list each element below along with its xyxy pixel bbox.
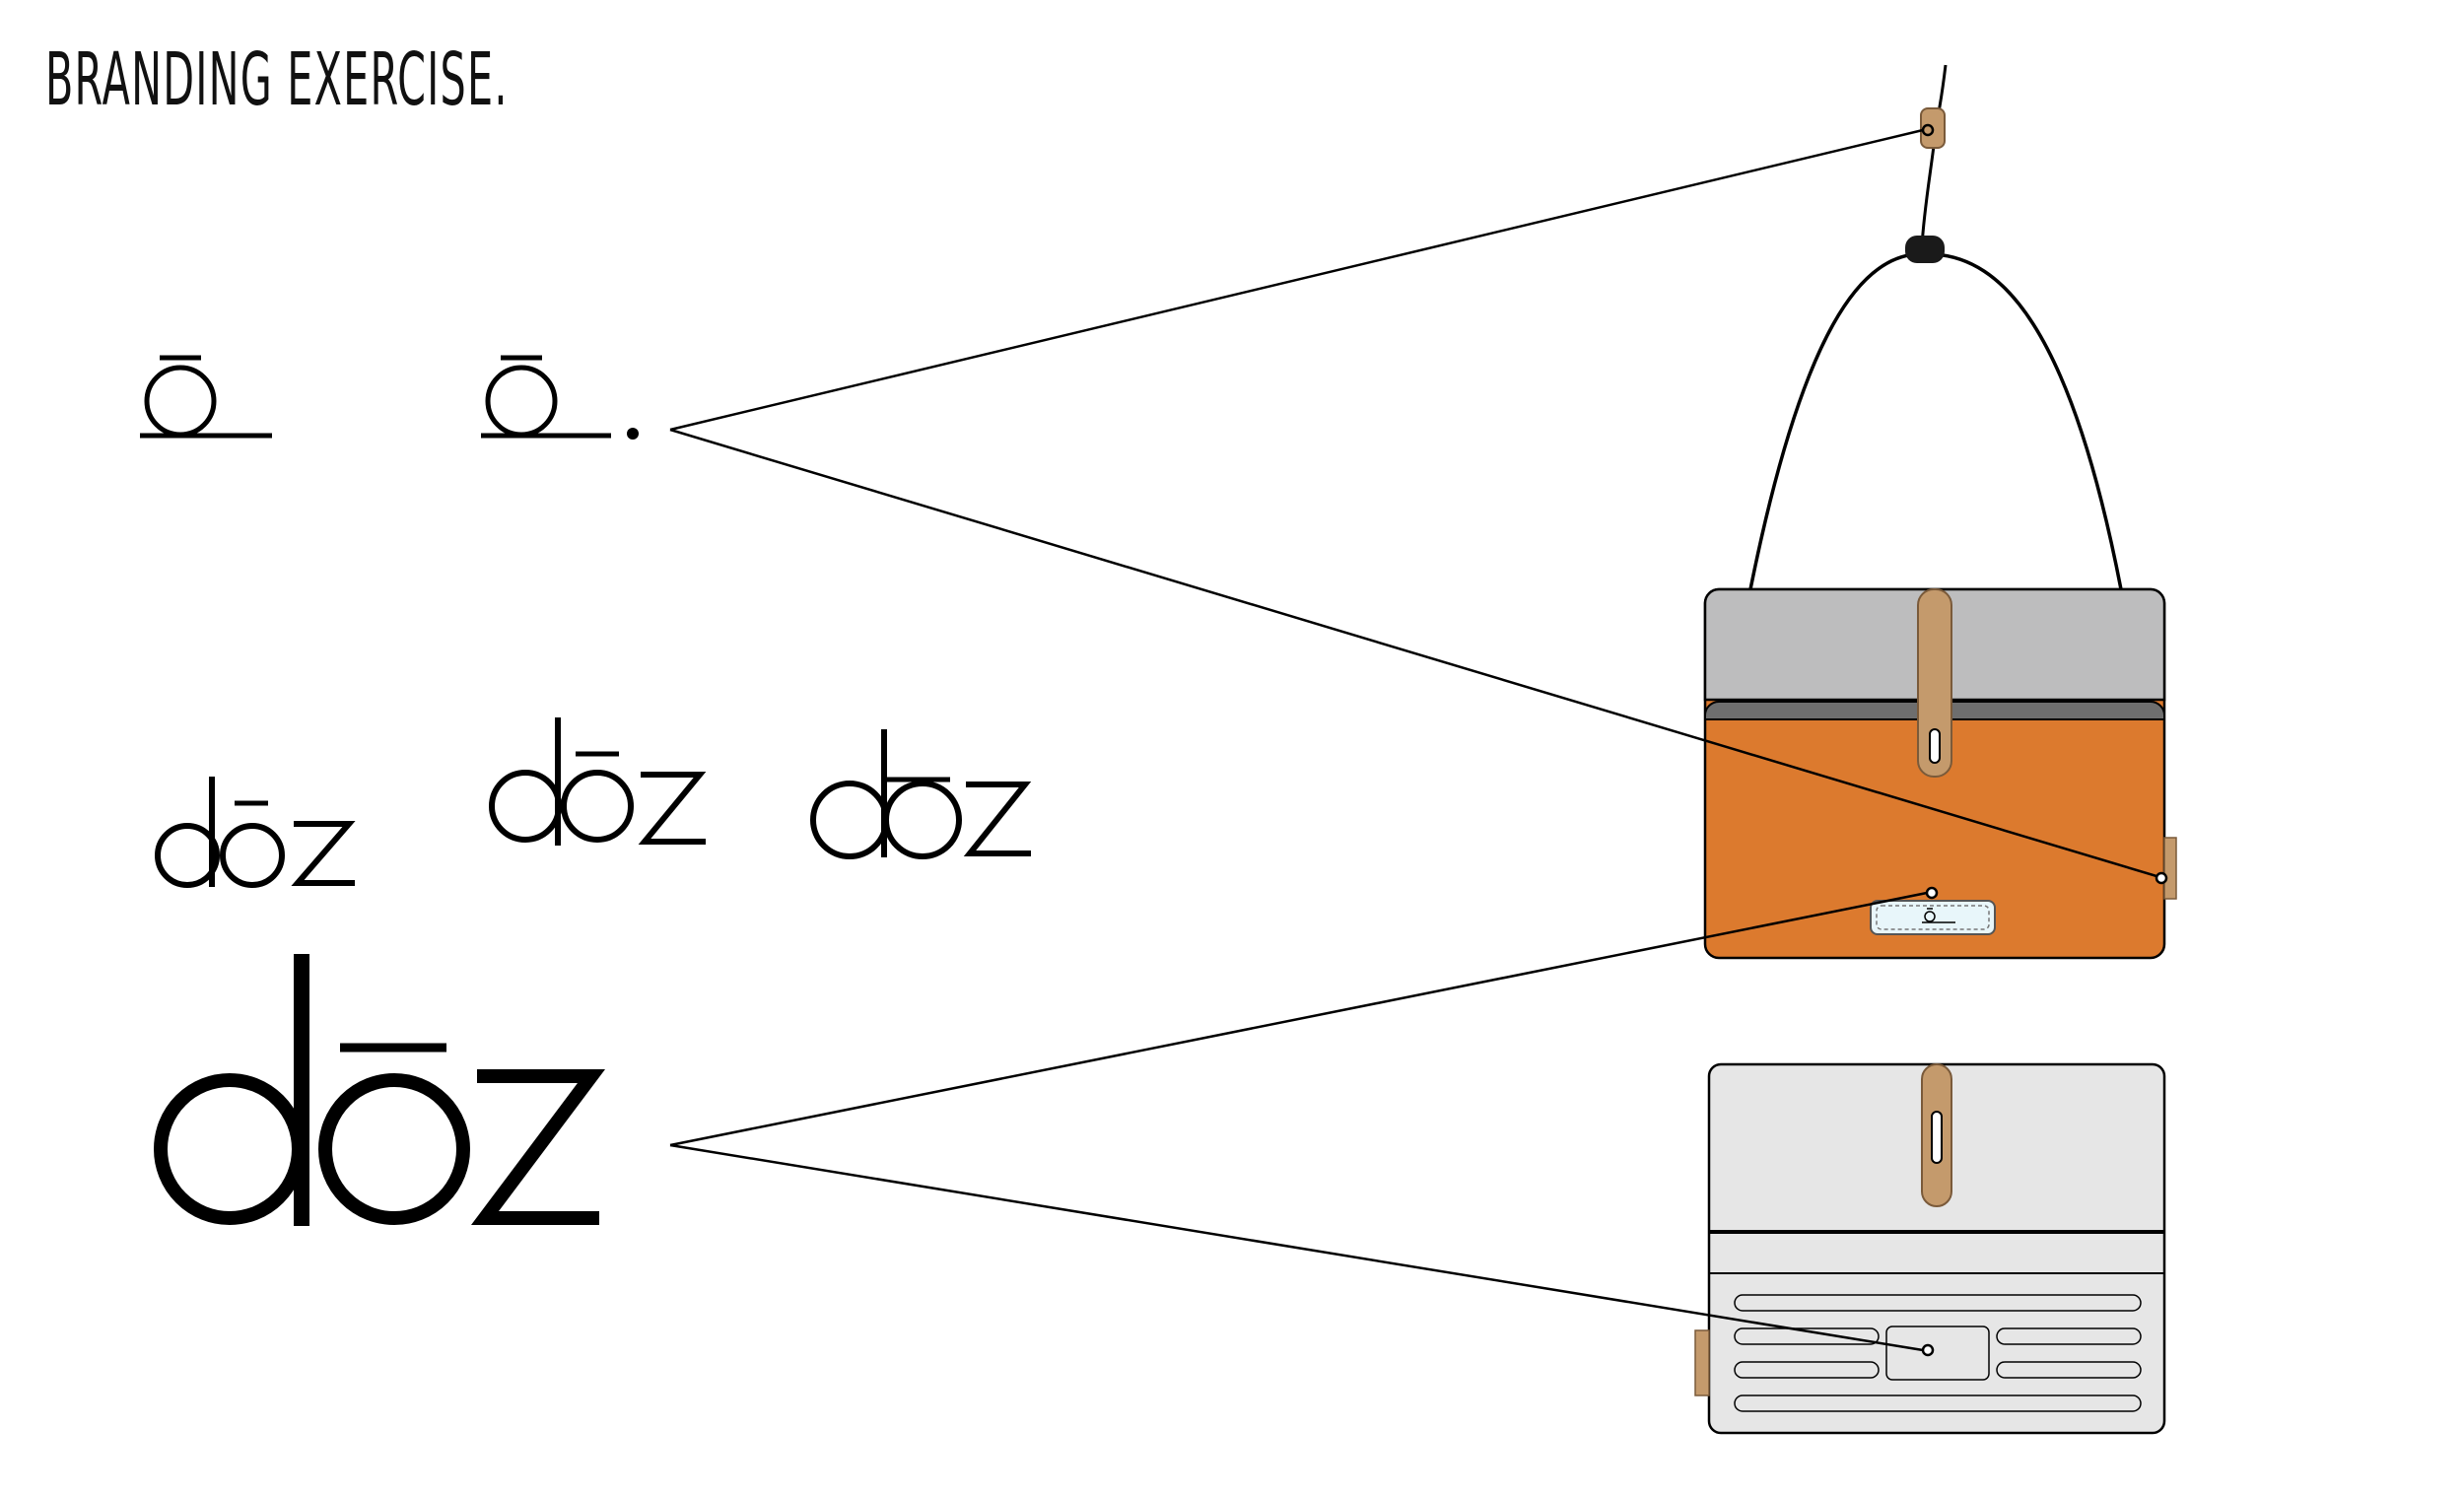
wordmark-variant-3 (810, 729, 1032, 859)
bag-strap (1748, 64, 2123, 590)
page-title: BRANDING EXERCISE. (45, 37, 509, 122)
callout-lines (669, 128, 2157, 1352)
bag-back (1694, 1062, 2166, 1435)
bag-front (1703, 587, 2177, 960)
wordmark-variant-2 (489, 717, 707, 846)
wordmark-final (154, 954, 605, 1226)
logo-mark-with-dot (481, 355, 639, 440)
wordmark-variant-1 (155, 777, 356, 888)
leather-tag-icon (1920, 107, 1946, 149)
logo-mark-simple (140, 355, 272, 439)
cord-toggle-icon (1905, 236, 1945, 263)
